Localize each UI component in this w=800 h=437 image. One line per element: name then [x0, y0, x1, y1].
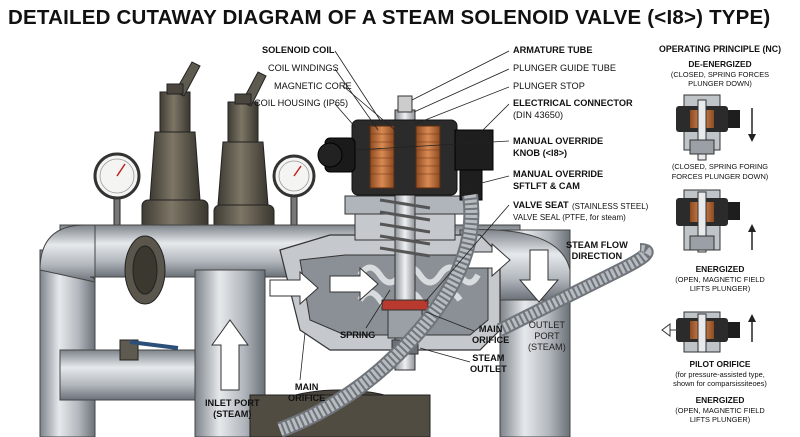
label-spring: SPRING: [340, 330, 376, 340]
panel-energized-2-title: ENERGIZED: [695, 395, 745, 405]
label-valve-seal: VALVE SEAL (PTFE, for steam): [513, 213, 626, 222]
pressure-gauge-right: [272, 154, 316, 227]
label-manual-override-knob-1: MANUAL OVERRIDE: [513, 136, 604, 146]
panel-energized-2-sub-1: (OPEN, MAGNETIC FIELD: [675, 405, 765, 415]
leader-lines: [299, 50, 510, 381]
label-outlet-port-2: PORT: [534, 331, 560, 341]
label-manual-override-knob-2: KNOB (<I8>): [513, 148, 568, 158]
mini-diagram-pilot: [661, 311, 756, 353]
label-outlet-port: OUTLET PORT (STEAM): [528, 320, 566, 353]
mini-diagram-energized: [676, 189, 756, 253]
label-magnetic-core: MAGNETIC CORE: [274, 81, 352, 91]
outlet-flow-arrow: [518, 249, 560, 303]
panel-deenergized-sub-2: PLUNGER DOWN): [688, 79, 752, 88]
label-inlet-port-2: (STEAM): [213, 409, 252, 419]
label-main-orifice-left: MAIN ORIFICE: [288, 382, 325, 404]
panel-pilot-title: PILOT ORIFICE: [689, 359, 751, 369]
label-manual-override-cam-2: SFTLFT & CAM: [513, 181, 580, 191]
safety-valve-left: [141, 61, 209, 241]
panel-deenergized: DE-ENERGIZED (CLOSED, SPRING FORCES PLUN…: [652, 59, 788, 89]
label-manual-override-cam-1: MANUAL OVERRIDE: [513, 169, 604, 179]
label-plunger-stop: PLUNGER STOP: [513, 81, 585, 91]
label-electrical-connector-sub: (DIN 43650): [513, 110, 564, 120]
label-inlet-port-1: INLET PORT: [205, 398, 260, 408]
label-steam-flow: STEAM FLOW DIRECTION: [566, 240, 628, 262]
diagram-title: DETAILED CUTAWAY DIAGRAM OF A STEAM SOLE…: [8, 6, 771, 29]
panel-energized: ENERGIZED (OPEN, MAGNETIC FIELD LIFTS PL…: [652, 264, 788, 294]
mini-diagram-deenergized: [676, 94, 756, 161]
pressure-gauge-left: [93, 152, 141, 229]
label-main-orifice-left-1: MAIN: [294, 382, 319, 392]
panel-pilot-sub-1: (for pressure-assisted type,: [675, 369, 765, 379]
label-solenoid-coil: SOLENOID COIL: [262, 45, 335, 55]
panel-pilot: PILOT ORIFICE (for pressure-assisted typ…: [640, 359, 800, 389]
panel-pilot-sub-2: shown for comparsissiteoes): [673, 379, 767, 388]
ball-valve: [119, 339, 179, 361]
inlet-flow-arrow: [211, 319, 249, 391]
label-coil-housing: COIL HOUSING (IP65): [254, 98, 349, 108]
label-steam-flow-1: STEAM FLOW: [566, 240, 628, 250]
label-valve-seat: VALVE SEAT: [513, 200, 569, 210]
label-main-orifice-right-1: MAIN: [478, 324, 503, 334]
panel-heading-block: OPERATING PRINCIPLE (NC): [640, 44, 800, 55]
panel-energized-2-sub-2: LIFTS PLUNGER): [689, 415, 751, 424]
panel-energized-title: ENERGIZED: [695, 264, 745, 274]
panel-heading: OPERATING PRINCIPLE (NC): [658, 44, 782, 54]
label-armature-tube: ARMATURE TUBE: [513, 45, 593, 55]
panel-energized-sub-1: (OPEN, MAGNETIC FIELD: [675, 274, 765, 284]
label-outlet-port-1: OUTLET: [528, 320, 566, 330]
label-electrical-connector: ELECTRICAL CONNECTOR: [513, 98, 633, 108]
label-inlet-port: INLET PORT (STEAM): [205, 398, 260, 420]
label-coil-windings: COIL WINDINGS: [268, 63, 339, 73]
label-plunger-guide-tube: PLUNGER GUIDE TUBE: [513, 63, 616, 73]
label-valve-seat-note: (STAINLESS STEEL): [572, 202, 649, 211]
label-outlet-port-3: (STEAM): [528, 342, 566, 352]
panel-energized-sub-2: LIFTS PLUNGER): [689, 284, 751, 293]
valve-body: [269, 234, 511, 351]
panel-energized-2: ENERGIZED (OPEN, MAGNETIC FIELD LIFTS PL…: [652, 395, 788, 425]
panel-deenergized-sub-1: (CLOSED, SPRING FORCES: [670, 69, 770, 79]
label-main-orifice-right-2: ORIFICE: [472, 335, 510, 345]
flexible-conduit: [277, 193, 654, 437]
label-steam-outlet-2: OUTLET: [470, 364, 507, 374]
label-main-orifice-left-2: ORIFICE: [288, 393, 326, 403]
label-steam-flow-2: DIRECTION: [571, 251, 623, 261]
label-main-orifice-right: MAIN ORIFICE: [472, 324, 509, 346]
panel-deenergized-title: DE-ENERGIZED: [688, 59, 752, 69]
panel-mid-caption: (CLOSED, SPRING FORING FORCES PLUNGER DO…: [652, 162, 788, 181]
panel-mid-caption-1: (CLOSED, SPRING FORING: [671, 162, 769, 171]
label-steam-outlet: STEAM OUTLET: [470, 353, 507, 375]
label-steam-outlet-1: STEAM: [472, 353, 505, 363]
panel-mid-caption-2: FORCES PLUNGER DOWN): [671, 171, 769, 181]
solenoid-assembly: [317, 95, 494, 371]
